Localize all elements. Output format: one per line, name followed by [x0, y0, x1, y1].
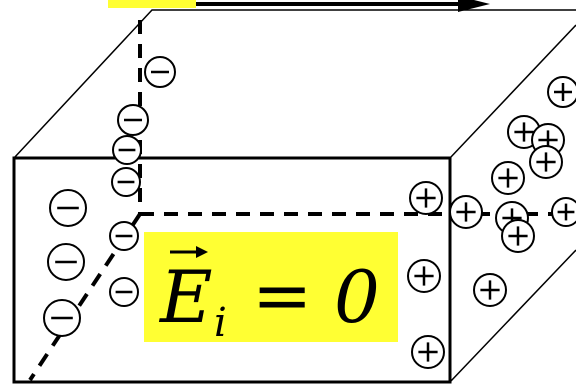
bottom-right-edge	[449, 249, 576, 383]
negative-charge-icon	[117, 104, 149, 136]
surface-charges	[43, 56, 576, 369]
negative-charge-icon	[109, 277, 139, 307]
field-equals: =	[252, 253, 312, 337]
positive-charge-icon	[409, 181, 443, 215]
field-label: E i = 0	[144, 232, 398, 346]
negative-charge-icon	[111, 167, 141, 197]
negative-charge-icon	[43, 299, 81, 337]
positive-charge-icon	[501, 219, 535, 253]
positive-charge-icon	[407, 259, 441, 293]
negative-charge-icon	[109, 221, 139, 251]
positive-charge-icon	[449, 195, 483, 229]
top-right-edge	[449, 24, 576, 159]
front-face	[12, 156, 452, 384]
negative-charge-icon	[47, 243, 85, 281]
positive-charge-icon	[551, 197, 576, 227]
external-field-arrow	[196, 0, 490, 12]
negative-charge-icon	[112, 135, 142, 165]
positive-charge-icon	[411, 335, 445, 369]
top-yellow-patch	[108, 0, 196, 8]
box-outline	[12, 9, 576, 384]
vector-arrow-icon	[170, 246, 208, 258]
field-symbol: E	[158, 255, 213, 339]
field-label-highlight	[144, 232, 398, 342]
field-subscript: i	[214, 300, 227, 346]
positive-charge-icon	[529, 145, 563, 179]
negative-charge-icon	[49, 189, 87, 227]
positive-charge-icon	[547, 76, 576, 108]
negative-charge-icon	[144, 56, 176, 88]
top-face-edges	[13, 9, 576, 159]
positive-charge-icon	[473, 273, 507, 307]
field-value: 0	[334, 255, 380, 339]
positive-charge-icon	[491, 161, 525, 195]
